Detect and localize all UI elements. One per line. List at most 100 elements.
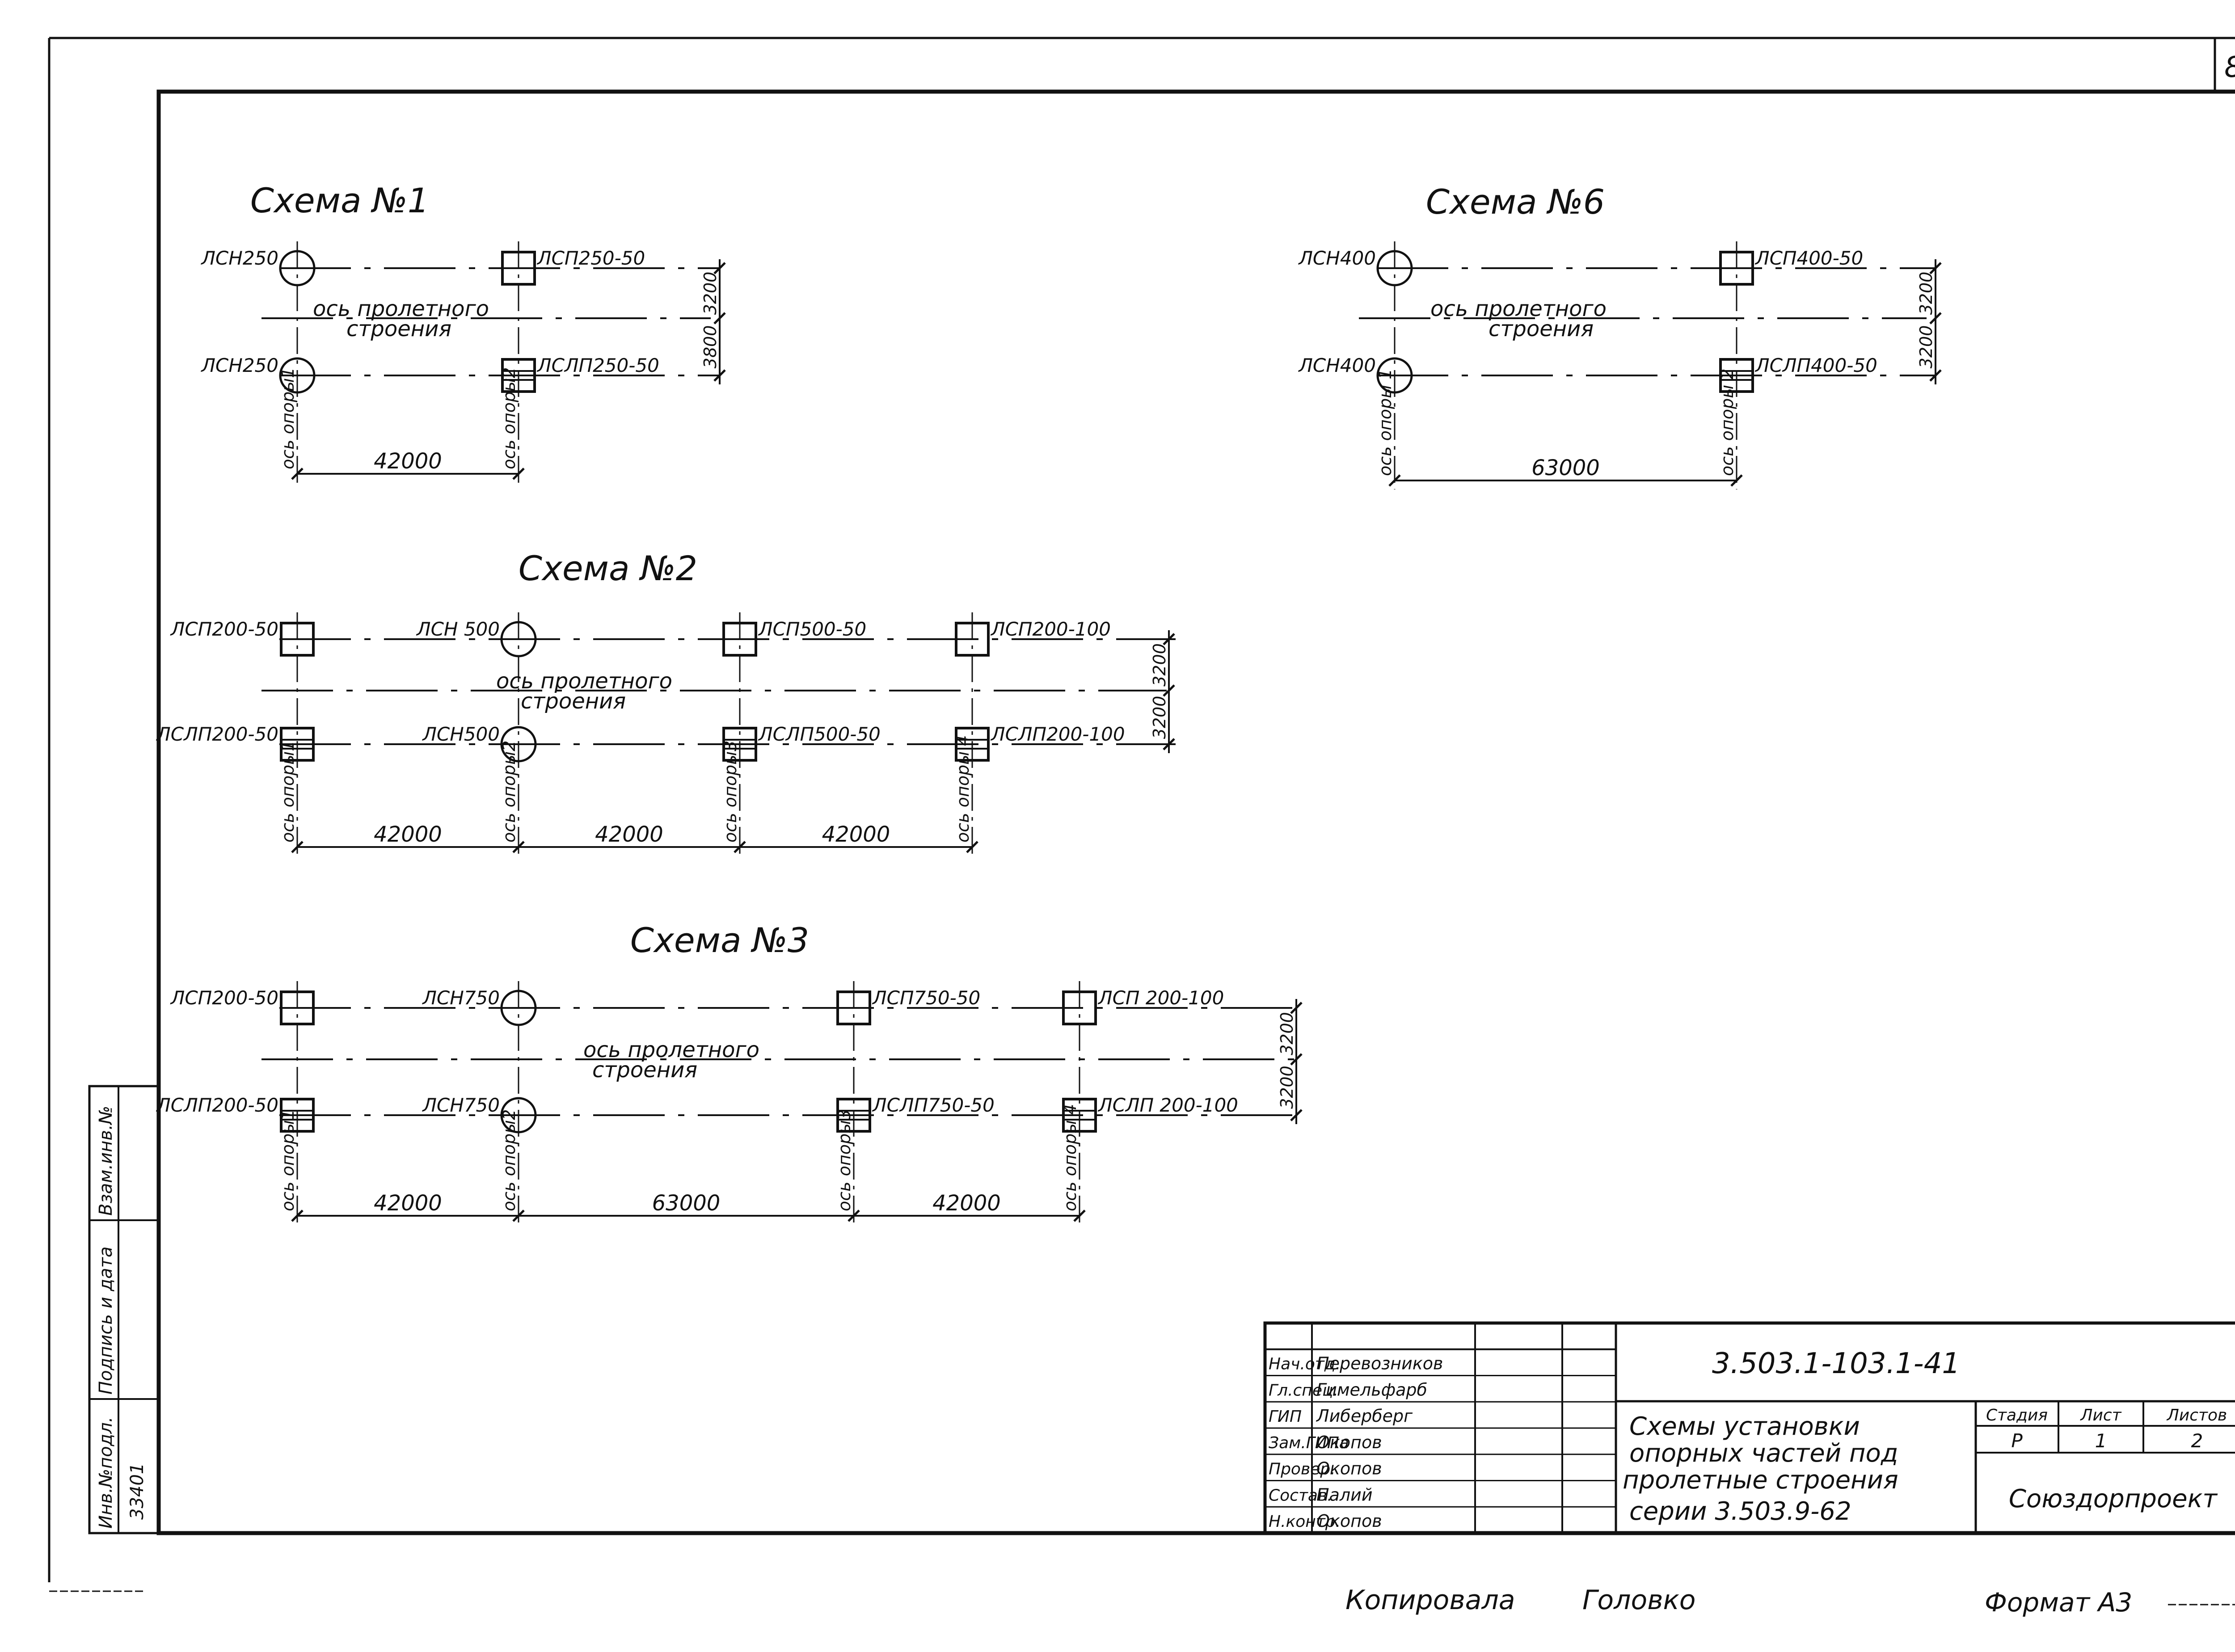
top-bearing-label-1: ЛСН250 [200, 247, 278, 269]
offset-dimension-2: 3200 [1277, 1066, 1297, 1109]
bottom-bearing-1 [1376, 357, 1413, 394]
role-label-3: ГИП [1269, 1408, 1302, 1426]
format-label: Формат А3 [1985, 1587, 2132, 1618]
bottom-bearing-label-2: ЛСЛП400-50 [1754, 354, 1877, 376]
side-inv-number: 33401 [127, 1463, 148, 1520]
top-bearing-2 [1719, 251, 1754, 286]
document-number: 3.503.1-103.1-41 [1712, 1347, 1960, 1380]
bottom-bearing-1 [280, 727, 315, 762]
bottom-bearing-label-3: ЛСЛП500-50 [758, 723, 881, 745]
bottom-bearing-label-1: ЛСЛП200-50 [156, 723, 278, 745]
top-bearing-4 [955, 622, 990, 657]
offset-dimension-2: 3200 [1150, 696, 1169, 739]
copied-by-label: Копировала [1345, 1585, 1515, 1616]
role-label-4: Зам.ГИПа [1269, 1434, 1349, 1452]
support-axis-label-3: ось опоры3 [721, 741, 740, 843]
role-name-3: Либерберг [1316, 1406, 1413, 1426]
top-bearing-2 [500, 990, 537, 1026]
role-label-6: Состав. [1269, 1486, 1333, 1504]
description-line-4: серии 3.503.9-62 [1629, 1497, 1851, 1526]
description-line-1: Схемы установки [1629, 1412, 1860, 1441]
bottom-bearing-3 [722, 727, 757, 762]
support-axis-label-1: ось опоры 1 [1375, 369, 1395, 476]
description-line-3: пролетные строения [1623, 1466, 1898, 1495]
top-bearing-label-3: ЛСП500-50 [758, 618, 866, 640]
top-bearing-4 [1062, 990, 1097, 1025]
support-axis-label-1: ось опоры1 [278, 367, 298, 469]
span-dimension-1: 42000 [374, 822, 442, 847]
span-axis-label-1: ось пролетного [583, 1037, 759, 1062]
organization: Союздорпроект [2009, 1484, 2218, 1513]
top-bearing-label-2: ЛСП250-50 [536, 247, 645, 269]
support-axis-label-3: ось опоры3 [835, 1109, 854, 1211]
role-name-4: Окопов [1316, 1433, 1382, 1452]
bottom-bearing-label-1: ЛСН400 [1298, 354, 1376, 376]
bottom-bearing-2 [500, 1097, 537, 1134]
page-number-box [2214, 37, 2235, 93]
support-axis-label-4: ось опоры 4 [953, 735, 973, 843]
top-bearing-label-2: ЛСН 500 [416, 618, 500, 640]
sheets-header: Листов [2166, 1406, 2227, 1424]
span-axis-label-2: строения [592, 1058, 697, 1083]
support-axis-label-4: ось опоры 4 [1060, 1104, 1080, 1211]
copier-name: Головко [1582, 1585, 1696, 1616]
role-name-2: Гимельфарб [1316, 1380, 1427, 1399]
support-axis-label-2: ось опоры2 [499, 1109, 519, 1211]
span-axis-label-1: ось пролетного [1430, 296, 1607, 321]
offset-dimension-1: 3200 [1277, 1012, 1297, 1055]
bottom-bearing-label-2: ЛСН500 [422, 723, 500, 745]
top-bearing-label-1: ЛСН400 [1298, 247, 1376, 269]
span-dimension-3: 42000 [932, 1191, 1001, 1216]
title-block: Нач.отд.ПеревозниковГл.спец.ГимельфарбГИ… [1263, 1321, 2235, 1535]
side-stamp: Инв.№подл. Подпись и дата Взам.инв.№ 334… [88, 1085, 160, 1534]
side-stamp-inv-original: Инв.№подл. [96, 1416, 116, 1529]
bottom-bearing-2 [501, 358, 536, 393]
bottom-bearing-label-3: ЛСЛП750-50 [872, 1094, 995, 1116]
support-axis-label-2: ось опоры2 [499, 367, 519, 469]
role-name-7: Окопов [1316, 1511, 1382, 1531]
top-bearing-label-3: ЛСП750-50 [872, 987, 980, 1009]
offset-dimension-1: 3200 [1150, 643, 1169, 687]
top-bearing-1 [1376, 250, 1413, 287]
top-bearing-label-4: ЛСП200-100 [990, 618, 1111, 640]
role-label-5: Провер. [1269, 1460, 1336, 1479]
support-axis-label-1: ось опоры1 [278, 1109, 298, 1211]
sheet-frame: 83 [48, 37, 2235, 1582]
support-axis-label-2: ось опоры2 [499, 741, 519, 843]
top-bearing-label-2: ЛСН750 [422, 987, 500, 1009]
span-axis-label-2: строения [521, 689, 626, 714]
top-bearing-1 [279, 250, 316, 287]
bottom-bearing-label-1: ЛСН250 [200, 354, 278, 376]
top-bearing-2 [501, 251, 536, 286]
bottom-bearing-label-2: ЛСЛП250-50 [536, 354, 659, 376]
scheme-title: Схема №6 [1426, 182, 1605, 222]
span-axis-label-2: строения [346, 316, 451, 341]
inner-frame [156, 89, 2235, 1535]
span-dimension-1: 63000 [1531, 455, 1600, 480]
span-dimension-1: 42000 [374, 1191, 442, 1216]
bottom-bearing-2 [500, 726, 537, 763]
span-axis-label-1: ось пролетного [313, 296, 489, 321]
span-dimension-2: 63000 [652, 1191, 721, 1216]
bottom-bearing-label-2: ЛСН750 [422, 1094, 500, 1116]
span-dimension-2: 42000 [595, 822, 663, 847]
scheme-title: Схема №2 [519, 548, 697, 588]
role-label-2: Гл.спец. [1269, 1381, 1338, 1399]
span-dimension-1: 42000 [374, 449, 442, 474]
footer: Копировала Головко Формат А3 [49, 1585, 2235, 1618]
role-label-7: Н.контр. [1269, 1513, 1341, 1531]
top-bearing-3 [722, 622, 757, 657]
role-name-1: Перевозников [1316, 1354, 1443, 1374]
bottom-bearing-label-1: ЛСЛП200-50 [156, 1094, 278, 1116]
bottom-bearing-4 [1062, 1098, 1097, 1133]
top-bearing-label-4: ЛСП 200-100 [1097, 987, 1224, 1009]
stage-value: Р [2011, 1430, 2023, 1452]
bottom-bearing-1 [279, 357, 316, 394]
bottom-bearing-label-4: ЛСЛП200-100 [990, 723, 1125, 745]
role-name-6: Палий [1316, 1485, 1373, 1504]
top-bearing-label-1: ЛСП200-50 [170, 987, 278, 1009]
sheet-value: 1 [2095, 1430, 2107, 1452]
span-axis-label-1: ось пролетного [496, 669, 672, 694]
